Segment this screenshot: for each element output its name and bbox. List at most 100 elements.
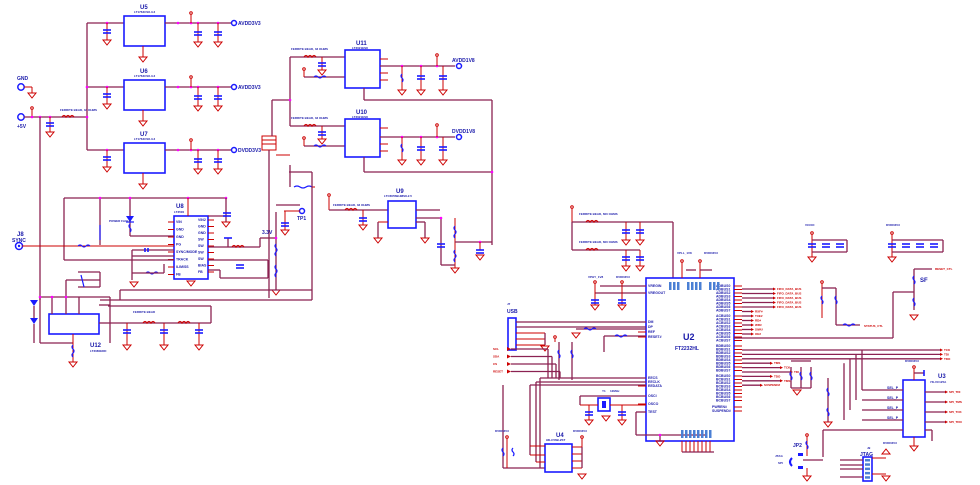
- u2-gnd-pin-label: [709, 430, 712, 438]
- net-label-avdd3v3: AVDD3V3: [238, 21, 261, 27]
- net-label: TCK: [944, 348, 951, 352]
- mosfet-q1: [261, 135, 290, 172]
- u2-top-pin-label: [673, 282, 676, 290]
- regulator-u12[interactable]: U12 LT3080EDD: [48, 313, 107, 353]
- u2-bus-pin-label: ACBUS1: [716, 318, 730, 322]
- gnd-label: GND: [17, 76, 29, 82]
- crystal-y1[interactable]: Y1 12MHz: [597, 389, 620, 412]
- net-port-arrow-icon: [945, 410, 948, 414]
- jtag-header-j9[interactable]: J9 JTAG: [860, 446, 873, 482]
- u8-pin-label: GND: [176, 228, 184, 232]
- svg-text:VPHY_1V8: VPHY_1V8: [588, 275, 604, 279]
- regulator-u5[interactable]: U5 LT1763CS8-3.3 AVDD3V3: [87, 5, 261, 63]
- ldo-u11[interactable]: FERRITE BEAD, 33 OHMS U11 LT3021ES8 AVDD…: [290, 41, 475, 96]
- net-label: SPI_TCK: [949, 410, 963, 414]
- u8-pin-label: SYNC/MODE: [176, 250, 198, 254]
- eeprom-u4[interactable]: U4 93LC56B-I/ST: [544, 433, 573, 473]
- svg-text:SYNC: SYNC: [12, 238, 26, 244]
- net-label: SPI_TDO: [949, 420, 963, 424]
- svg-text:FT2232HL: FT2232HL: [675, 346, 699, 352]
- u8-pin-label: GND: [198, 231, 206, 235]
- svg-text:U9: U9: [396, 189, 404, 195]
- u2-top-pin-label: [669, 282, 672, 290]
- svg-text:DVDD3V3: DVDD3V3: [883, 441, 897, 445]
- net-port-arrow-icon: [507, 347, 511, 351]
- gnd-connector[interactable]: GND: [17, 76, 38, 99]
- net-label: WR#: [755, 323, 762, 327]
- svg-text:74LVC125A: 74LVC125A: [930, 380, 947, 384]
- net-label: SPI_TDI: [949, 390, 961, 394]
- u2-bus-pin-label: BDBUS5: [716, 362, 730, 366]
- u2-bus-pin-label: ADBUS3: [716, 295, 730, 299]
- u2-bus-pin-label: ADBUS0: [716, 284, 730, 288]
- net-label: RXF#: [755, 310, 763, 314]
- u2-top-pin-label: [699, 282, 702, 290]
- ldo-u10[interactable]: FERRITE BEAD, 33 OHMS U10 LT3021ES8 DVDD…: [290, 110, 475, 166]
- vin-connector[interactable]: +5V: [17, 113, 27, 130]
- net-port-arrow-icon: [773, 287, 776, 291]
- svg-text:93LC56B-I/ST: 93LC56B-I/ST: [546, 438, 566, 442]
- net-port-arrow-icon: [940, 348, 943, 352]
- u2-bus-pin-label: BCBUS6: [716, 395, 730, 399]
- sync-connector[interactable]: J8 SYNC: [12, 232, 26, 251]
- u2-pin-label: EECLK: [648, 380, 660, 384]
- usb-connector-j7[interactable]: J7 USB: [507, 302, 518, 351]
- net-port-arrow-icon: [760, 383, 763, 387]
- net-port-arrow-icon: [773, 305, 776, 309]
- svg-text:LT3080EDD: LT3080EDD: [90, 349, 107, 353]
- buffer-u3[interactable]: U3 74LVC125A SEL_PSEL_PSEL_PSEL_PSPI_TDI…: [843, 350, 963, 438]
- u2-bus-pin-label: ADBUS4: [716, 298, 730, 302]
- u2-gnd-pin-label: [705, 430, 708, 438]
- svg-text:J8: J8: [17, 232, 24, 238]
- u2-pin-label: VREGOUT: [648, 291, 666, 295]
- svg-text:U12: U12: [90, 343, 102, 349]
- chip-u2-ft2232hl[interactable]: U2 FT2232HL VREGINVREGOUTDMDPREFRESET#EE…: [638, 277, 742, 442]
- svg-text:VCCIO: VCCIO: [805, 223, 815, 227]
- u2-top-pin-label: [713, 282, 716, 290]
- u2-bus-pin-label: ACBUS0: [716, 314, 730, 318]
- reference-u9[interactable]: FERRITE BEAD, 33 OHMS U9 LTC6655BHMS8-2.…: [327, 189, 492, 274]
- net-label: TDO: [774, 374, 781, 378]
- svg-text:JTAG: JTAG: [860, 452, 873, 458]
- svg-text:U10: U10: [356, 110, 368, 116]
- net-label: TDI: [794, 370, 799, 374]
- u2-bus-pin-label: BCBUS1: [716, 378, 730, 382]
- net-port-arrow-icon: [945, 400, 948, 404]
- net-port-arrow-icon: [507, 362, 511, 366]
- u2-bus-pin-label: ACBUS6: [716, 335, 730, 339]
- test-point-tp1[interactable]: TP1: [276, 204, 306, 236]
- regulator-u7[interactable]: U7 LT1763CS8-3.3 DVDD3V3: [87, 132, 261, 190]
- u8-pin-label: GND: [198, 225, 206, 229]
- u2-pin-label: OSCI: [648, 394, 657, 398]
- u2-bus-pin-label: BDBUS2: [716, 351, 730, 355]
- u2-bus-pin-label: ACBUS7: [716, 339, 730, 343]
- vin-label: +5V: [17, 124, 27, 130]
- regulator-u6[interactable]: U6 LT1763CS8-3.3 AVDD3V3: [85, 69, 261, 127]
- sf-label: SF: [920, 278, 928, 284]
- buck-u8[interactable]: U8 LT3500 VINGNDGNDPGSYNC/MODETRACKILIM/…: [168, 204, 214, 280]
- net-label: FIFO_DATA_BUS: [777, 292, 801, 296]
- jumper-jp2[interactable]: JP2 JTAG SPI: [775, 433, 809, 469]
- u2-bus-pin-label: ADBUS5: [716, 302, 730, 306]
- u8-pin-label: ILIM/SS: [176, 265, 189, 269]
- svg-text:J7: J7: [507, 302, 511, 306]
- net-port-arrow-icon: [751, 310, 754, 313]
- net-label: OE#: [755, 332, 761, 336]
- svg-text:U5: U5: [140, 5, 148, 11]
- u2-top-pin-label: [709, 282, 712, 290]
- u8-pin-label: TRACK: [176, 258, 189, 262]
- net-label: TCK: [784, 366, 791, 370]
- svg-text:DVDD3V3: DVDD3V3: [886, 223, 900, 227]
- net-label: SCL: [493, 347, 499, 351]
- svg-text:FERRITE BEAD, 600 OHMS: FERRITE BEAD, 600 OHMS: [579, 240, 618, 244]
- svg-text:DVDD3V3: DVDD3V3: [495, 429, 509, 433]
- net-port-arrow-icon: [940, 357, 943, 361]
- net-label-avdd3v3: AVDD3V3: [238, 85, 261, 91]
- u8-pin-label: VIN2: [198, 218, 206, 222]
- svg-text:U4: U4: [556, 433, 564, 439]
- svg-text:RESET_CTL: RESET_CTL: [935, 267, 953, 271]
- power-fault-led: POWER FAULT: [109, 216, 134, 233]
- u2-bus-pin-label: BDBUS4: [716, 358, 730, 362]
- net-port-arrow-icon: [770, 374, 773, 378]
- u2-bus-pin-label: ACBUS3: [716, 325, 730, 329]
